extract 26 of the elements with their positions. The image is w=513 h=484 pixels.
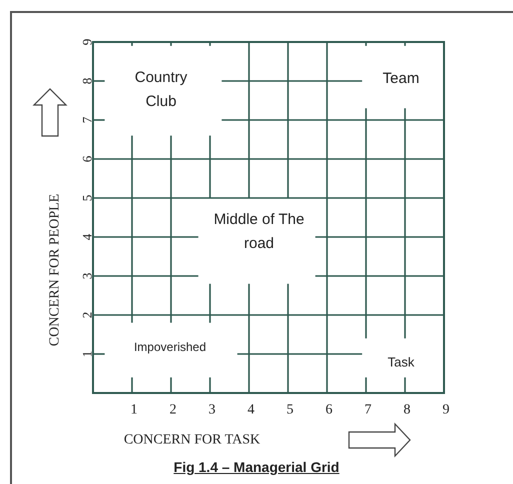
region-label: Country Club [134, 68, 188, 112]
axis-title: CONCERN FOR TASK [124, 432, 260, 450]
axis-tick-label: 8 [78, 78, 96, 84]
axis-tick-label: 6 [78, 156, 96, 162]
region-label: Task [388, 353, 414, 372]
axis-tick-label: 7 [78, 116, 96, 124]
axis-tick-label: 6 [326, 402, 332, 420]
axis-tick-label: 5 [286, 402, 294, 420]
axis-tick-label: 4 [248, 402, 254, 420]
axis-tick-label: 3 [208, 402, 216, 420]
region-label: Middle of The road [212, 210, 306, 254]
axis-tick-label: 3 [78, 272, 96, 280]
axis-tick-label: 9 [78, 38, 96, 46]
axis-title: CONCERN FOR PEOPLE [46, 194, 64, 346]
axis-tick-label: 7 [364, 402, 372, 420]
axis-tick-label: 8 [404, 402, 410, 420]
axis-tick-label: 1 [78, 350, 96, 358]
axis-tick-label: 1 [130, 402, 138, 420]
region-label: Team [382, 68, 420, 89]
axis-tick-label: 5 [78, 194, 96, 202]
axis-tick-label: 9 [442, 402, 450, 420]
figure-caption: Fig 1.4 – Managerial Grid [174, 458, 340, 477]
axis-tick-label: 2 [78, 312, 96, 318]
axis-tick-label: 2 [170, 402, 176, 420]
region-label: Impoverished [134, 339, 206, 356]
axis-tick-label: 4 [78, 234, 96, 240]
